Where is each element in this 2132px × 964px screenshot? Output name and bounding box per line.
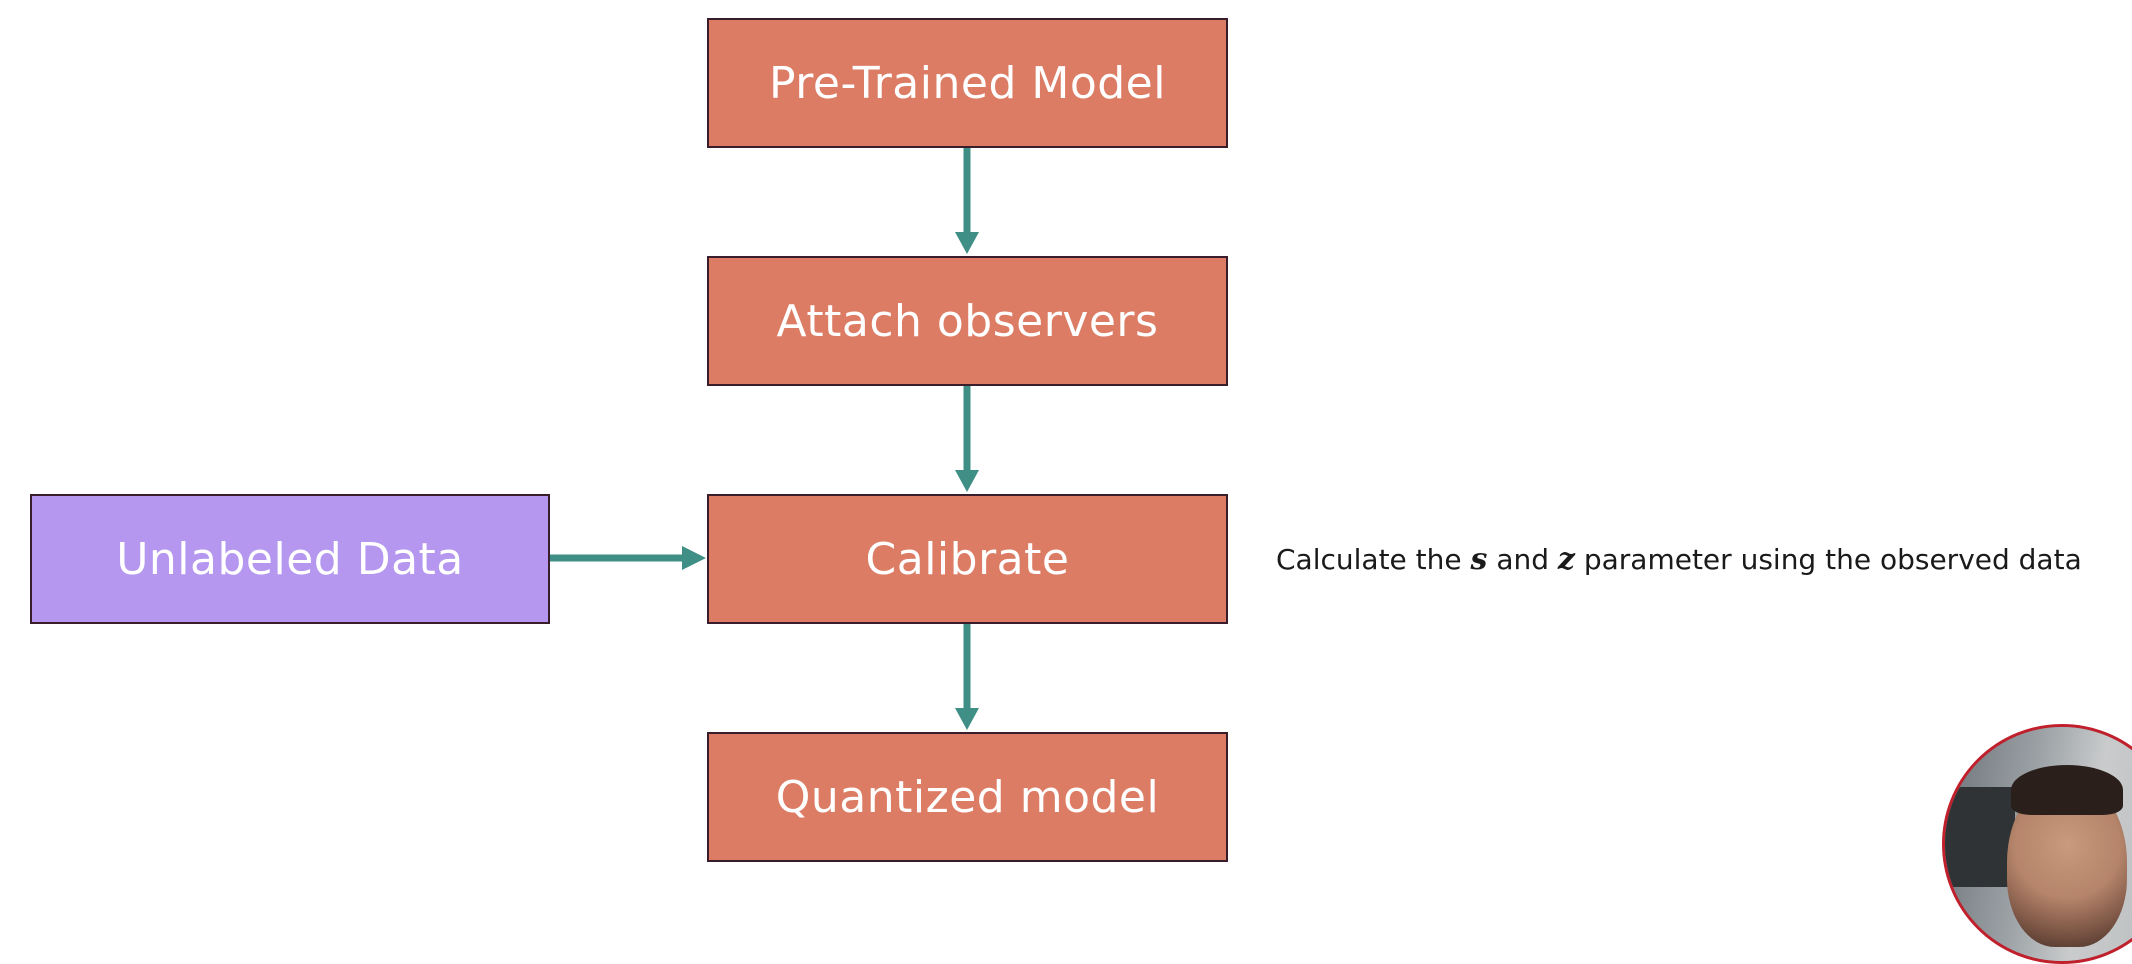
arrow-calibrate-to-quantized [955,624,979,730]
unlabeled-data-label: Unlabeled Data [116,533,464,585]
calibrate-annotation: Calculate the s and z parameter using th… [1276,538,2082,582]
attach-observers-box: Attach observers [707,256,1228,386]
annotation-middle: and [1487,543,1558,576]
webcam-presenter-hair [2011,765,2123,815]
attach-observers-label: Attach observers [776,295,1159,347]
arrow-pretrained-to-observers [955,148,979,254]
unlabeled-data-box: Unlabeled Data [30,494,550,624]
annotation-suffix: parameter using the observed data [1574,543,2082,576]
arrow-unlabeled-to-calibrate [550,546,706,570]
quantized-model-label: Quantized model [775,771,1160,823]
calibrate-label: Calibrate [865,533,1070,585]
quantized-model-box: Quantized model [707,732,1228,862]
arrow-observers-to-calibrate [955,386,979,492]
annotation-prefix: Calculate the [1276,543,1471,576]
presenter-webcam [1942,724,2132,964]
diagram-canvas: Pre-Trained Model Attach observers Calib… [30,18,2132,964]
flow-arrows [550,148,979,730]
calibrate-box: Calibrate [707,494,1228,624]
pretrained-model-label: Pre-Trained Model [769,57,1166,109]
annotation-var-z: z [1557,542,1575,577]
pretrained-model-box: Pre-Trained Model [707,18,1228,148]
annotation-var-s: s [1470,542,1488,577]
webcam-shelf [1945,787,2015,887]
